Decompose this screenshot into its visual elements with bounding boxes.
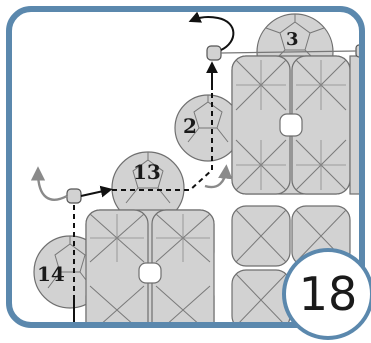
round-bead-left-upper <box>174 94 242 162</box>
previous-path-arrows <box>30 164 233 201</box>
seed-bead-left <box>66 188 82 204</box>
thread-path <box>73 11 235 325</box>
flower-cluster-upper <box>231 55 362 195</box>
diagram-frame <box>6 6 365 328</box>
seed-bead-top <box>206 45 222 61</box>
bead-label-3: 3 <box>286 29 299 50</box>
step-number: 18 <box>299 267 358 321</box>
bead-label-14: 14 <box>37 262 65 286</box>
step-badge: 18 <box>282 248 371 340</box>
flower-cluster-lower <box>85 209 215 325</box>
bead-label-13: 13 <box>133 160 161 184</box>
bead-label-2: 2 <box>183 114 197 138</box>
bead-grid: 3 2 13 14 <box>30 11 362 325</box>
